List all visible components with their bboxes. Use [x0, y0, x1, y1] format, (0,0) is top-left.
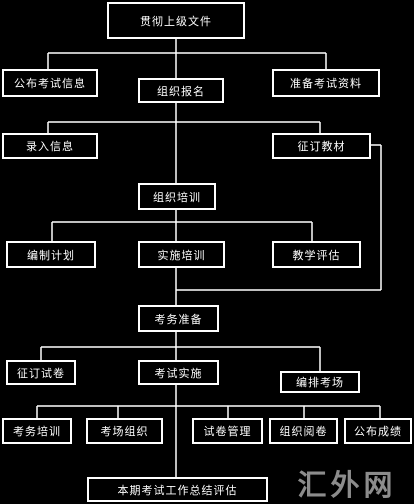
watermark-logo: 汇外网	[297, 468, 397, 502]
node-paper-management: 试卷管理	[192, 418, 263, 444]
node-prepare-materials: 准备考试资料	[272, 69, 380, 97]
node-organize-invigilation: 考场组织	[86, 418, 163, 444]
node-publish-info: 公布考试信息	[2, 69, 98, 97]
node-organize-training: 组织培训	[138, 183, 216, 210]
node-final-summary: 本期考试工作总结评估	[87, 477, 268, 502]
node-exam-prep: 考务准备	[138, 305, 219, 332]
node-organize-marking: 组织阅卷	[269, 418, 338, 444]
node-organize-registration: 组织报名	[138, 78, 224, 103]
node-enter-info: 录入信息	[2, 133, 98, 159]
node-make-plan: 编制计划	[6, 241, 96, 268]
node-order-materials: 征订教材	[272, 133, 371, 159]
node-arrange-rooms: 编排考场	[280, 371, 360, 393]
node-examiner-training: 考务培训	[2, 418, 72, 444]
node-exam-implement: 考试实施	[138, 360, 219, 385]
node-order-papers: 征订试卷	[6, 360, 76, 385]
node-teaching-eval: 教学评估	[272, 241, 361, 268]
node-top-doc: 贯彻上级文件	[107, 2, 245, 39]
node-publish-results: 公布成绩	[344, 418, 412, 444]
node-implement-training: 实施培训	[138, 241, 225, 268]
